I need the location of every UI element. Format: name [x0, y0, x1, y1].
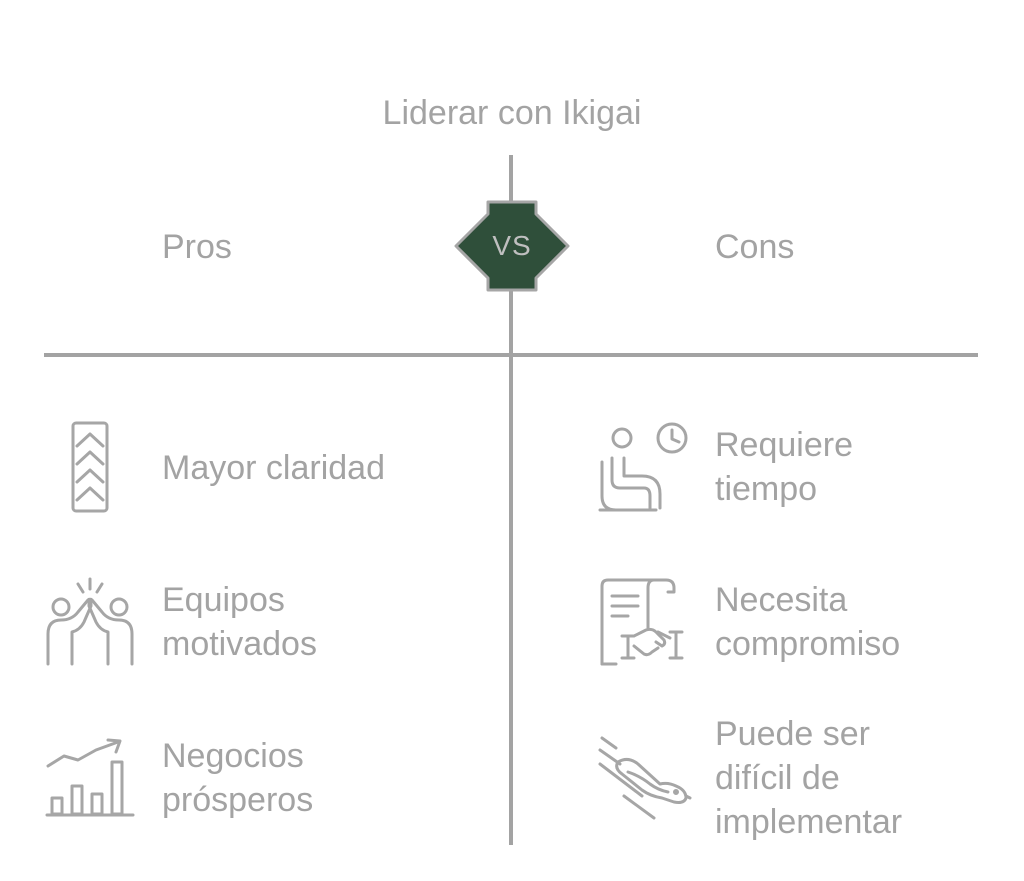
vs-badge — [454, 200, 570, 292]
pros-header: Pros — [162, 228, 232, 266]
waiting-person-clock-icon — [598, 422, 692, 516]
chevrons-up-icon — [70, 420, 110, 514]
horizontal-divider — [44, 353, 978, 357]
cons-item-label: Requiere tiempo — [715, 426, 853, 508]
high-five-icon — [44, 576, 136, 668]
diagram-title: Liderar con Ikigai — [382, 94, 642, 132]
pros-item-label: Negocios prósperos — [162, 737, 314, 819]
cons-header: Cons — [715, 228, 795, 266]
contract-handshake-icon — [598, 576, 692, 668]
cons-item-label: Necesita compromiso — [715, 581, 901, 663]
pros-item-label: Mayor claridad — [162, 449, 385, 487]
vertical-divider — [509, 155, 513, 845]
pros-item-label: Equipos motivados — [162, 581, 317, 663]
vs-label: VS — [492, 230, 532, 261]
growth-chart-icon — [44, 736, 136, 820]
cons-item-label: Puede ser difícil de implementar — [715, 715, 903, 841]
falling-bird-icon — [598, 734, 692, 820]
